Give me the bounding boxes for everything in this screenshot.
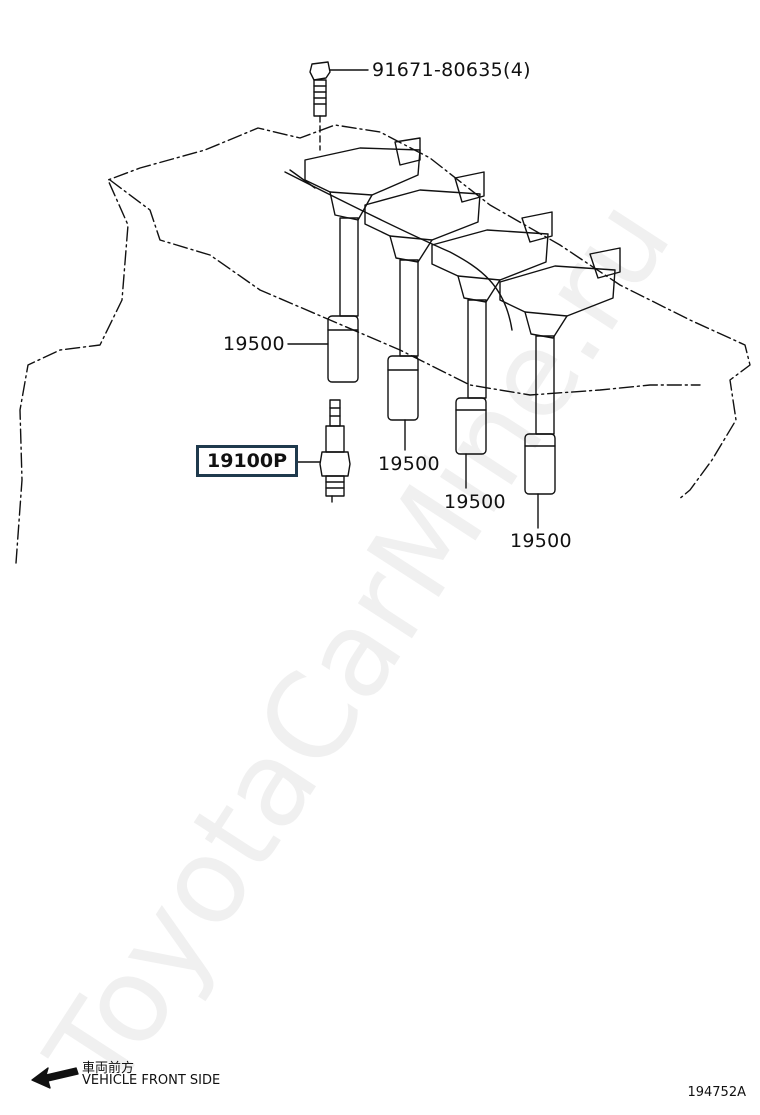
label-coil-4[interactable]: 19500 bbox=[510, 530, 572, 552]
coil-4-drawing bbox=[499, 247, 621, 529]
vehicle-front-label-en: VEHICLE FRONT SIDE bbox=[82, 1073, 221, 1088]
wire-harness bbox=[284, 171, 513, 331]
engine-top-edge bbox=[109, 179, 701, 396]
label-coil-2[interactable]: 19500 bbox=[378, 453, 440, 475]
bolt-drawing bbox=[309, 61, 369, 151]
spark-plug-drawing bbox=[291, 399, 351, 503]
front-arrow-icon bbox=[31, 1067, 79, 1089]
diagram-code: 194752A bbox=[687, 1085, 746, 1100]
label-spark-plug[interactable]: 19100P bbox=[196, 445, 299, 477]
label-bolt[interactable]: 91671-80635(4) bbox=[372, 59, 531, 81]
coil-2-drawing bbox=[364, 171, 485, 451]
label-coil-3[interactable]: 19500 bbox=[444, 491, 506, 513]
engine-outline bbox=[15, 124, 751, 564]
label-coil-1[interactable]: 19500 bbox=[223, 333, 285, 355]
vehicle-front-label-jp: 車両前方 bbox=[82, 1061, 135, 1076]
coil-3-drawing bbox=[431, 211, 553, 489]
